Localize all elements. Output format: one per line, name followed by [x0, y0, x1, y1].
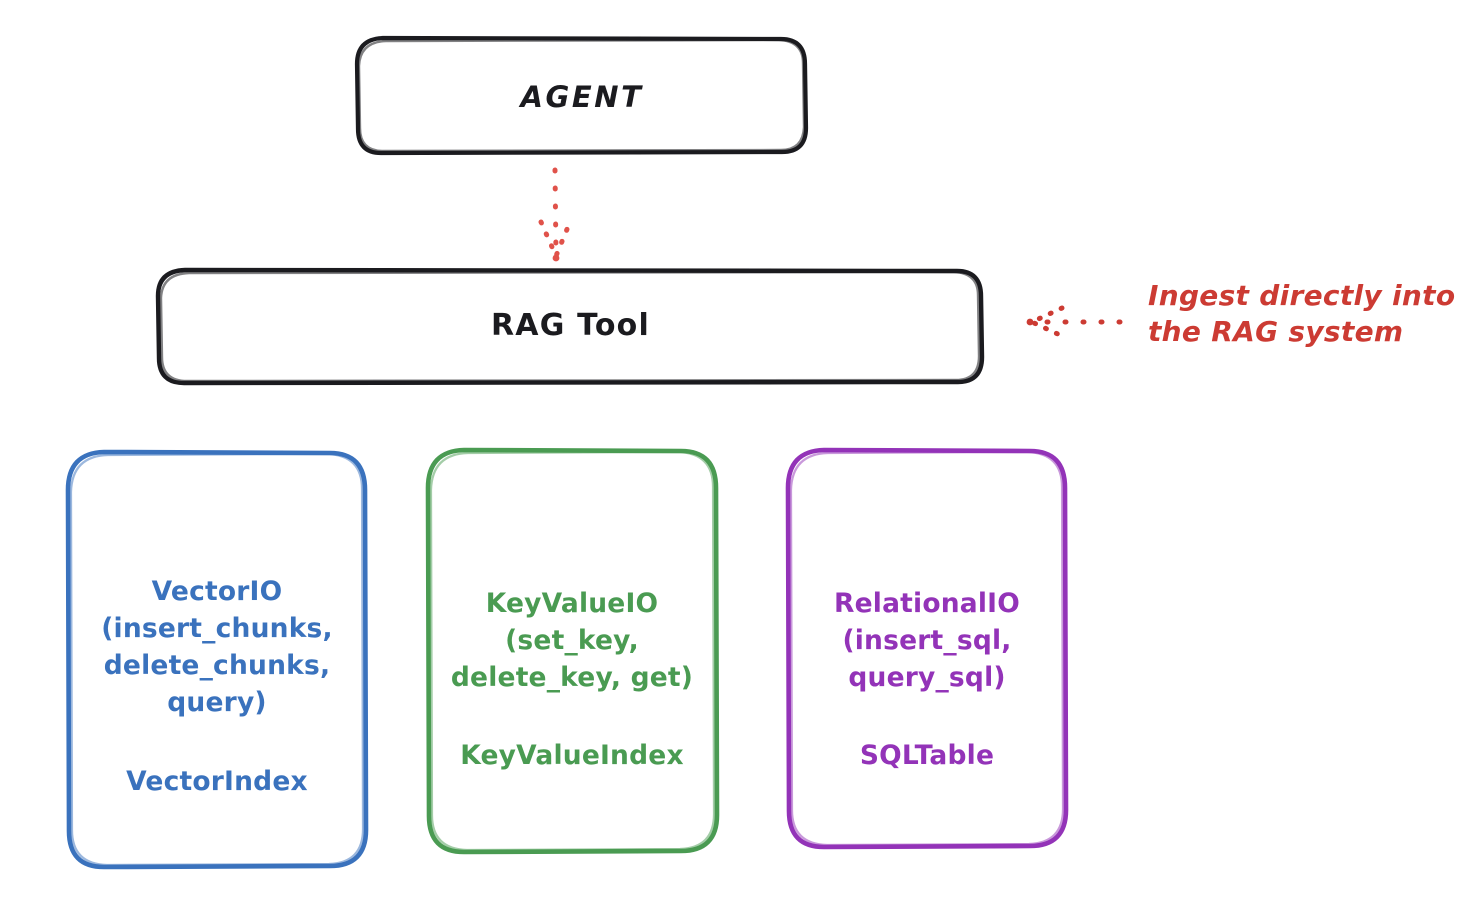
relational-io-box-outline-sketch	[789, 450, 1065, 847]
relational-io-node[interactable]	[785, 447, 1069, 850]
rag-tool-box-outline	[155, 267, 985, 386]
key-value-io-sub-label: KeyValueIndex	[460, 740, 684, 772]
vector-io-label-group: VectorIO (insert_chunks, delete_chunks, …	[68, 536, 366, 837]
ingest-connector-arrow	[1026, 305, 1123, 339]
agent-box-outline	[354, 35, 809, 156]
agent-to-rag-connector-line	[552, 167, 559, 258]
ingest-annotation-text: Ingest directly into the RAG system	[1148, 279, 1456, 349]
rag-tool-box-outline-sketch	[159, 270, 981, 383]
key-value-io-label: KeyValueIO (set_key, delete_key, get)	[450, 588, 694, 694]
key-value-io-label-group: KeyValueIO (set_key, delete_key, get) Ke…	[428, 548, 716, 812]
vector-io-node[interactable]	[65, 449, 369, 870]
relational-io-box-outline	[785, 447, 1069, 850]
agent-node[interactable]	[354, 35, 809, 156]
vector-io-sub-label: VectorIndex	[126, 765, 308, 797]
vector-io-box-outline-sketch	[69, 452, 365, 867]
vector-io-box-outline	[65, 449, 369, 870]
key-value-io-box-outline-sketch	[429, 450, 716, 852]
key-value-io-box-outline	[425, 447, 720, 855]
agent-box-outline-sketch	[357, 38, 806, 153]
agent-to-rag-connector-arrow	[538, 167, 573, 262]
rag-tool-node[interactable]	[155, 267, 985, 386]
ingest-arrowhead	[1029, 305, 1065, 339]
vector-io-label: VectorIO (insert_chunks, delete_chunks, …	[101, 576, 333, 719]
key-value-io-node[interactable]	[425, 447, 720, 855]
relational-io-sub-label: SQLTable	[859, 740, 995, 772]
relational-io-label: RelationalIO (insert_sql, query_sql)	[834, 588, 1020, 694]
relational-io-label-group: RelationalIO (insert_sql, query_sql) SQL…	[788, 548, 1066, 812]
